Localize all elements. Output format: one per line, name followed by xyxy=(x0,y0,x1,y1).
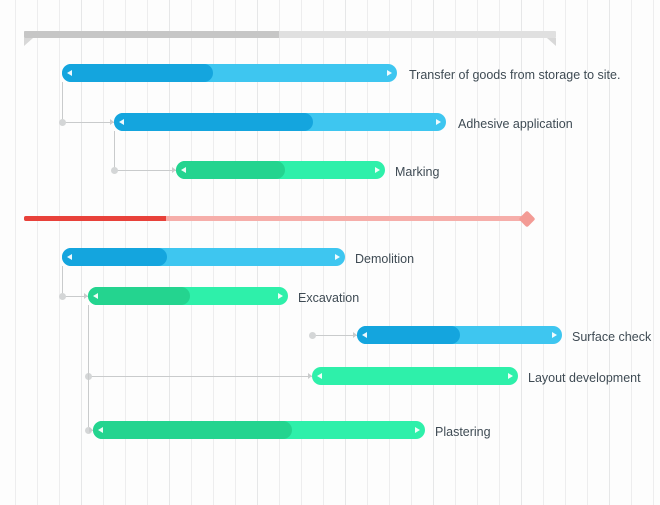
link-handle-dot[interactable] xyxy=(308,331,316,339)
task-bar-plastering[interactable] xyxy=(93,421,425,439)
project-summary-progress xyxy=(24,31,280,38)
task-bar-adhesive-application[interactable] xyxy=(114,113,446,131)
task-bar-marking[interactable] xyxy=(176,161,385,179)
link-horizontal-segment xyxy=(62,122,114,123)
link-vertical-segment xyxy=(88,305,89,430)
summary-cap-left-icon xyxy=(24,38,33,46)
task-bar-excavation[interactable] xyxy=(88,287,288,305)
bar-start-handle-icon[interactable] xyxy=(362,332,367,338)
bar-start-handle-icon[interactable] xyxy=(67,254,72,260)
task-bar-layout-development[interactable] xyxy=(312,367,518,385)
deadline-line[interactable] xyxy=(24,216,530,221)
bar-end-handle-icon[interactable] xyxy=(552,332,557,338)
link-horizontal-segment xyxy=(62,296,88,297)
bar-start-handle-icon[interactable] xyxy=(317,373,322,379)
task-label-layout-development: Layout development xyxy=(528,371,641,385)
task-label-marking: Marking xyxy=(395,165,440,179)
link-arrow-icon xyxy=(172,167,176,173)
gridline xyxy=(37,0,38,505)
link-vertical-segment xyxy=(114,131,115,170)
link-handle-dot[interactable] xyxy=(84,426,92,434)
link-vertical-segment xyxy=(62,266,63,296)
bar-end-handle-icon[interactable] xyxy=(375,167,380,173)
task-label-adhesive-application: Adhesive application xyxy=(458,117,573,131)
bar-start-handle-icon[interactable] xyxy=(67,70,72,76)
task-bar-progress[interactable] xyxy=(176,161,285,179)
task-bar-progress[interactable] xyxy=(88,287,190,305)
bar-end-handle-icon[interactable] xyxy=(508,373,513,379)
link-arrow-icon xyxy=(89,427,93,433)
task-bar-progress[interactable] xyxy=(93,421,293,439)
task-label-demolition: Demolition xyxy=(355,252,415,266)
task-label-plastering: Plastering xyxy=(435,425,491,439)
task-bar-progress[interactable] xyxy=(62,248,167,266)
bar-end-handle-icon[interactable] xyxy=(335,254,340,260)
bar-end-handle-icon[interactable] xyxy=(387,70,392,76)
gridline xyxy=(631,0,632,505)
project-summary-bar[interactable] xyxy=(24,31,556,38)
link-handle-dot[interactable] xyxy=(58,292,66,300)
task-label-transfer-of-goods: Transfer of goods from storage to site. xyxy=(409,68,621,82)
summary-cap-right-icon xyxy=(547,38,556,46)
task-label-excavation: Excavation xyxy=(298,291,360,305)
link-handle-dot[interactable] xyxy=(58,118,66,126)
bar-end-handle-icon[interactable] xyxy=(436,119,441,125)
link-arrow-icon xyxy=(308,373,312,379)
gridline xyxy=(653,0,654,505)
task-bar-progress[interactable] xyxy=(62,64,213,82)
link-horizontal-segment xyxy=(312,335,357,336)
link-arrow-icon xyxy=(84,293,88,299)
task-label-surface-check: Surface check xyxy=(572,330,652,344)
bar-end-handle-icon[interactable] xyxy=(278,293,283,299)
bar-start-handle-icon[interactable] xyxy=(181,167,186,173)
link-arrow-icon xyxy=(110,119,114,125)
milestone-diamond-icon[interactable] xyxy=(518,210,536,227)
link-arrow-icon xyxy=(353,332,357,338)
bar-start-handle-icon[interactable] xyxy=(98,427,103,433)
task-bar-demolition[interactable] xyxy=(62,248,345,266)
link-horizontal-segment xyxy=(114,170,176,171)
gridline xyxy=(15,0,16,505)
bar-end-handle-icon[interactable] xyxy=(415,427,420,433)
deadline-progress xyxy=(24,216,166,221)
link-handle-dot[interactable] xyxy=(110,166,118,174)
gridline xyxy=(59,0,60,505)
link-horizontal-segment xyxy=(88,376,312,377)
task-bar-progress[interactable] xyxy=(114,113,314,131)
bar-start-handle-icon[interactable] xyxy=(93,293,98,299)
task-bar-track xyxy=(312,367,518,385)
bar-start-handle-icon[interactable] xyxy=(119,119,124,125)
task-bar-progress[interactable] xyxy=(357,326,460,344)
task-bar-surface-check[interactable] xyxy=(357,326,562,344)
task-bar-transfer-of-goods[interactable] xyxy=(62,64,397,82)
link-vertical-segment xyxy=(62,82,63,122)
